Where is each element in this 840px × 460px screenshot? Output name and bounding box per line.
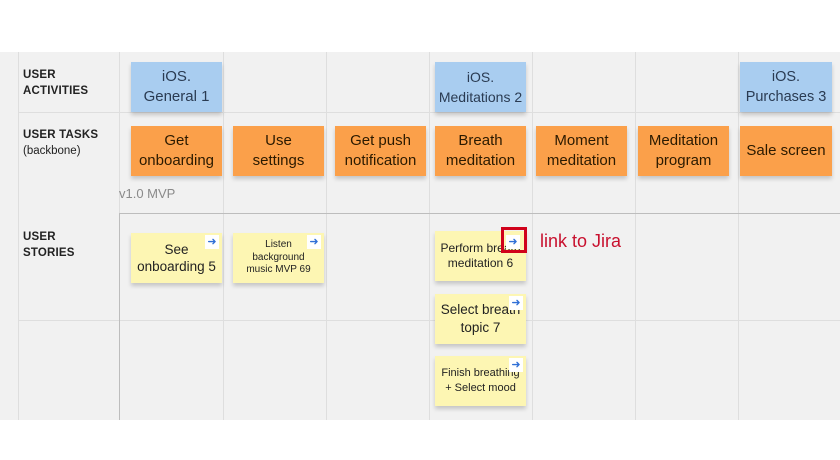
arrow-right-icon[interactable]: ➜: [205, 235, 219, 249]
grid-line: [18, 52, 19, 420]
activity-card[interactable]: iOS. General 1: [131, 62, 222, 112]
arrow-right-icon[interactable]: ➜: [307, 235, 321, 249]
story-card[interactable]: Select breath topic 7 ➜: [435, 294, 526, 344]
card-text: Moment meditation: [546, 132, 617, 169]
grid-line: [326, 52, 327, 420]
row-label-user-activities: USER ACTIVITIES: [23, 67, 88, 99]
card-text: iOS. General 1: [143, 68, 210, 105]
row-label-line: USER: [23, 69, 56, 81]
grid-line: [429, 52, 430, 420]
card-text: Use settings: [252, 132, 305, 169]
arrow-right-icon[interactable]: ➜: [509, 358, 523, 372]
arrow-right-icon[interactable]: ➜: [509, 296, 523, 310]
activity-card[interactable]: iOS. Meditations 2: [435, 62, 526, 112]
card-text: iOS. Meditations 2: [438, 69, 523, 105]
task-card[interactable]: Get onboarding: [131, 126, 222, 176]
row-label-subline: (backbone): [23, 145, 81, 157]
row-label-user-tasks: USER TASKS (backbone): [23, 127, 98, 159]
row-label-user-stories: USER STORIES: [23, 229, 75, 261]
task-card[interactable]: Get push notification: [335, 126, 426, 176]
grid-line: [18, 112, 840, 113]
story-card[interactable]: See onboarding 5 ➜: [131, 233, 222, 283]
arrow-right-icon[interactable]: ➜: [506, 235, 520, 249]
task-card[interactable]: Sale screen: [740, 126, 832, 176]
release-divider: [119, 213, 120, 420]
grid-line: [635, 52, 636, 420]
card-text: Breath meditation: [445, 132, 516, 169]
card-text: Listen background music MVP 69: [246, 239, 311, 276]
grid-line: [738, 52, 739, 420]
highlight-box: [501, 227, 527, 253]
release-label: v1.0 MVP: [119, 186, 176, 201]
row-label-line: ACTIVITIES: [23, 85, 89, 97]
story-card[interactable]: Listen background music MVP 69 ➜: [233, 233, 324, 283]
card-text: Meditation program: [648, 132, 719, 169]
release-divider: [119, 213, 840, 214]
grid-line: [223, 52, 224, 420]
story-card[interactable]: Finish breathing + Select mood ➜: [435, 356, 526, 406]
card-text: Get push notification: [344, 132, 417, 169]
activity-card[interactable]: iOS. Purchases 3: [740, 62, 832, 112]
card-text: iOS. Purchases 3: [745, 69, 827, 105]
story-map-board: [0, 52, 840, 420]
card-text: Finish breathing + Select mood: [441, 367, 520, 394]
task-card[interactable]: Breath meditation: [435, 126, 526, 176]
row-label-line: STORIES: [23, 247, 75, 259]
card-text: Get onboarding: [138, 132, 215, 169]
grid-line: [18, 320, 840, 321]
annotation-text: link to Jira: [540, 231, 622, 251]
task-card[interactable]: Use settings: [233, 126, 324, 176]
grid-line: [532, 52, 533, 420]
card-text: See onboarding 5: [137, 242, 216, 274]
task-card[interactable]: Moment meditation: [536, 126, 627, 176]
row-label-line: USER: [23, 231, 56, 243]
card-text: Sale screen: [746, 142, 826, 159]
row-label-line: USER TASKS: [23, 129, 99, 141]
task-card[interactable]: Meditation program: [638, 126, 729, 176]
